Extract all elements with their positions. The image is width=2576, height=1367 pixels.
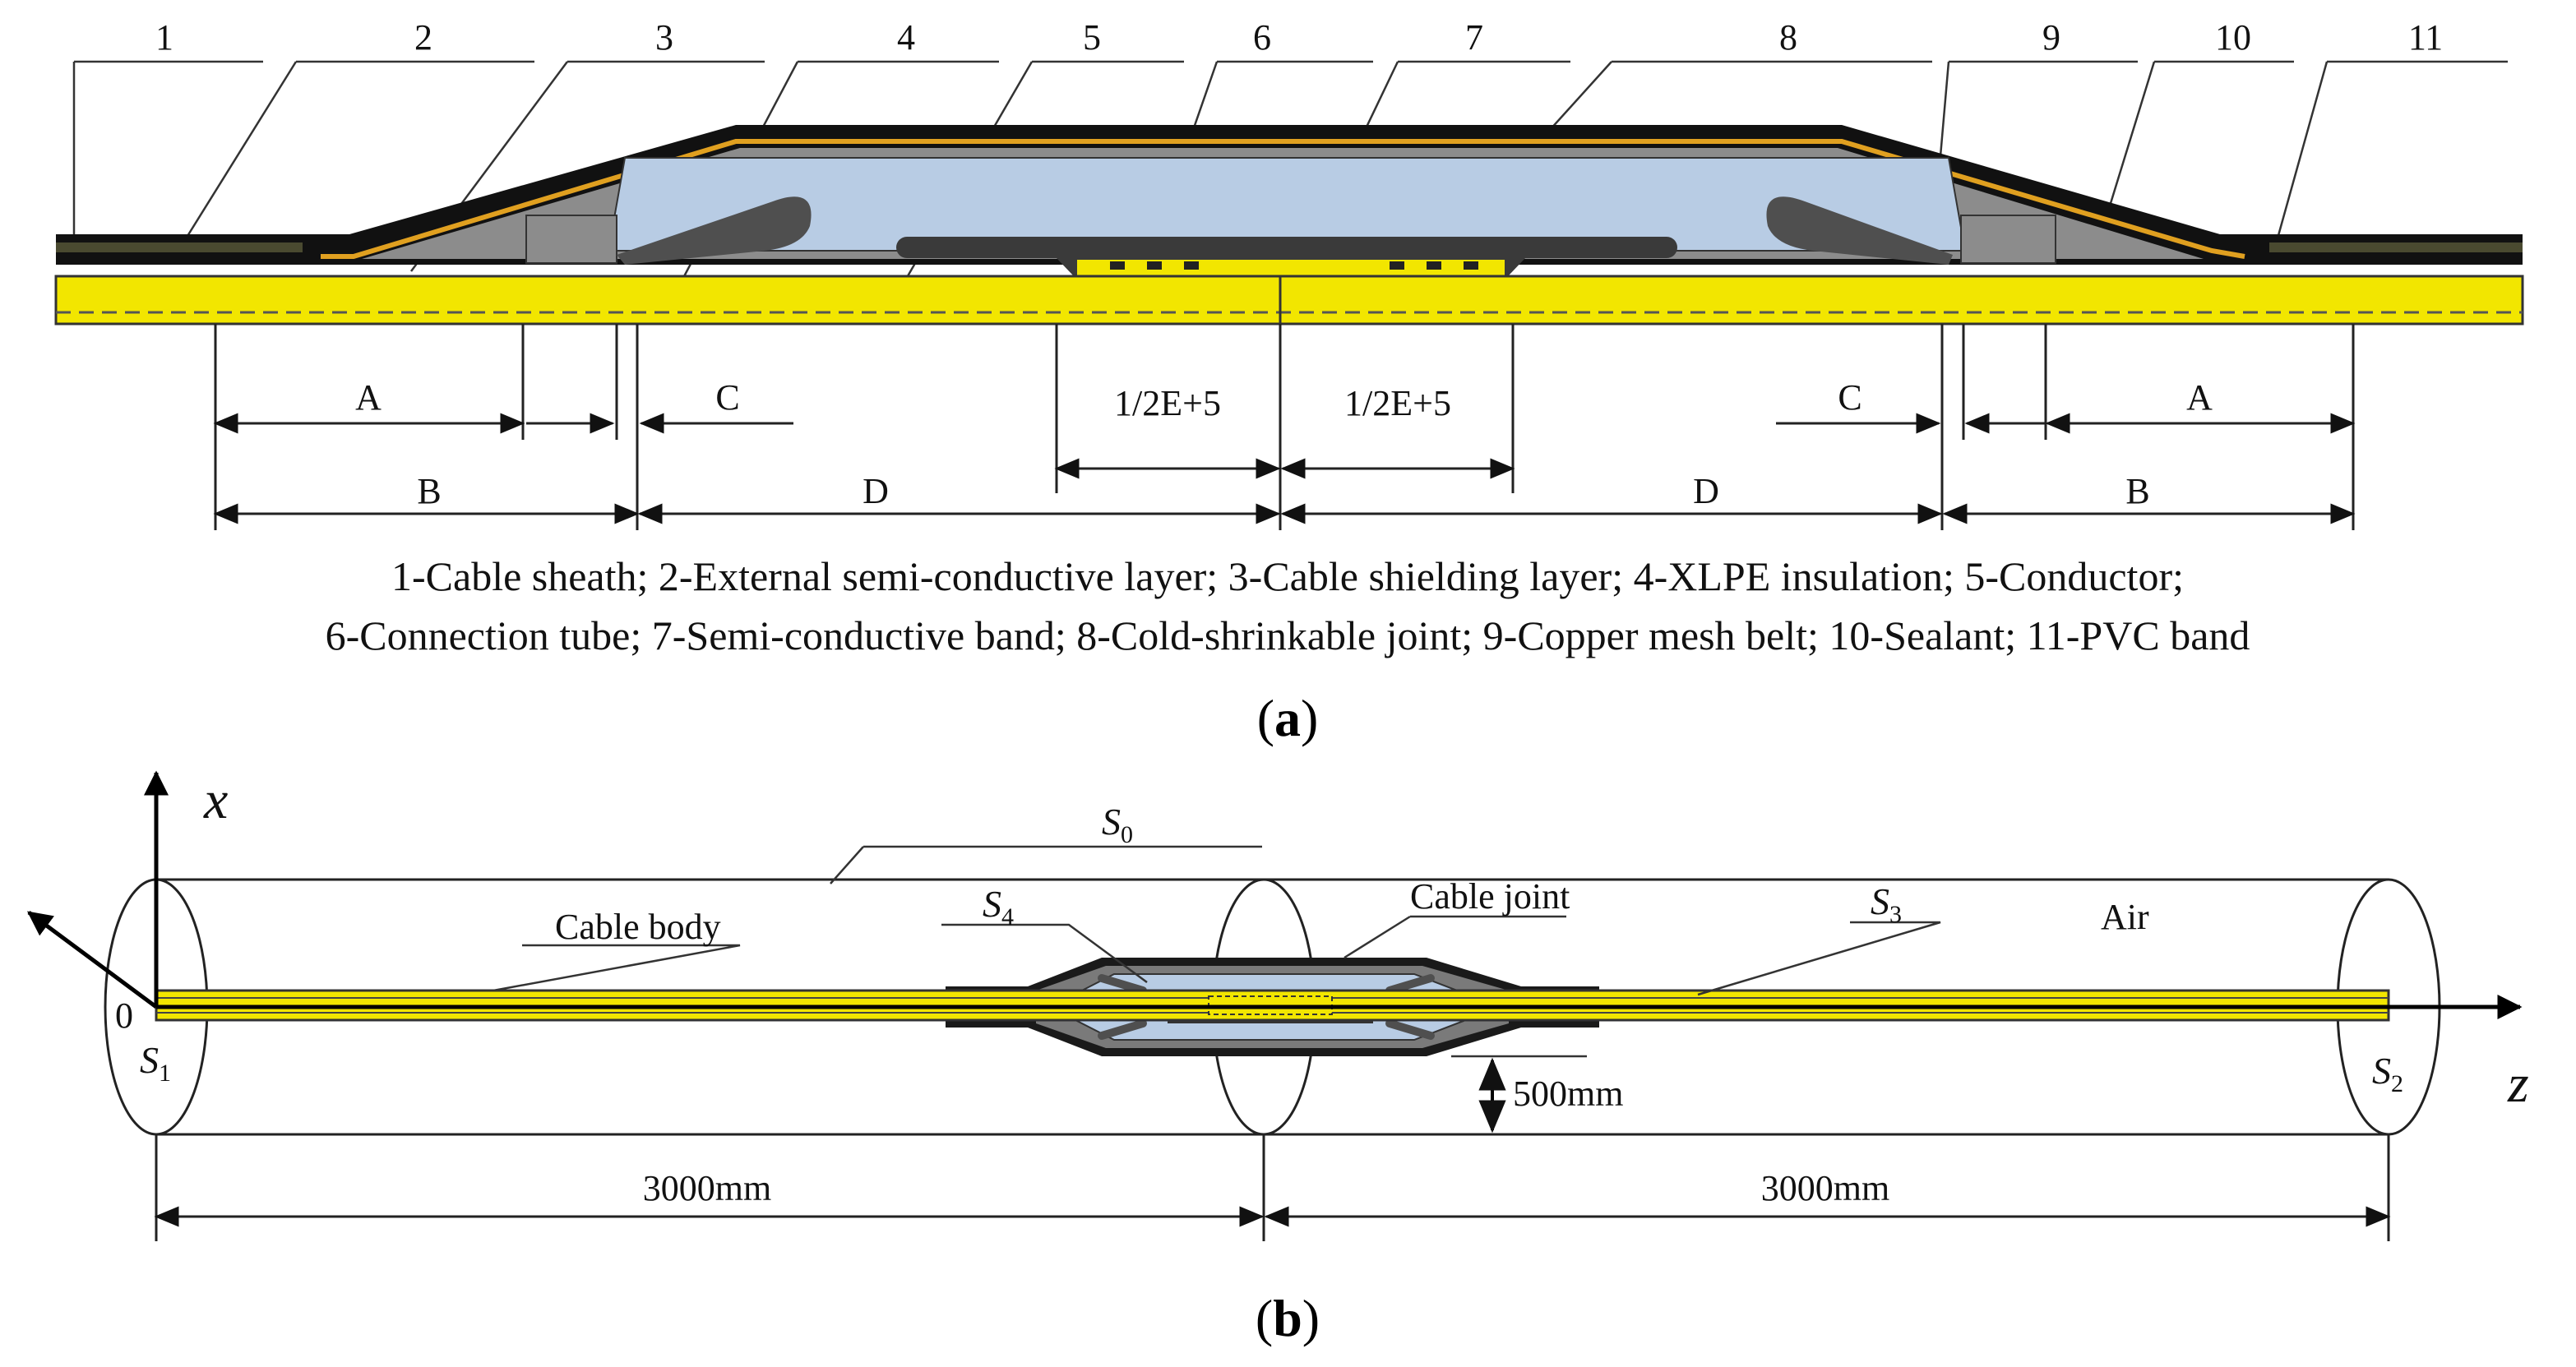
- part-number-5: 5: [1083, 17, 1101, 58]
- part-number-9: 9: [2042, 17, 2060, 58]
- length-right-label: 3000mm: [1761, 1168, 1889, 1208]
- s1-label: S1: [140, 1039, 171, 1087]
- part-number-10: 10: [2215, 17, 2251, 58]
- part-number-8: 8: [1779, 17, 1797, 58]
- s3-label: S3: [1871, 880, 1902, 928]
- panel-b-diagram: x z 0 S0 S4 S3 S1 S2 Cable body Cable jo…: [26, 770, 2529, 1347]
- part-number-2: 2: [414, 17, 432, 58]
- left-stress-cone: [617, 196, 812, 265]
- tube-crimps: [1110, 261, 1478, 270]
- part-number-4: 4: [897, 17, 915, 58]
- dim-C-left: C: [715, 377, 739, 418]
- copper-mesh-belt: [321, 139, 2245, 259]
- dim-A-left: A: [355, 377, 382, 418]
- right-shield-block: [1960, 215, 2056, 264]
- caption-line-2: 6-Connection tube; 7-Semi-conductive ban…: [326, 612, 2250, 658]
- part-number-3: 3: [655, 17, 673, 58]
- axis-z-label: z: [2507, 1054, 2529, 1114]
- y-axis: [26, 910, 158, 1009]
- dim-B-right: B: [2125, 471, 2149, 511]
- origin-label: 0: [115, 995, 133, 1036]
- conductor: [54, 275, 2524, 326]
- air-label: Air: [2101, 897, 2149, 937]
- dim-C-right: C: [1838, 377, 1861, 418]
- s0-label: S0: [1102, 801, 1133, 848]
- dim-D-right: D: [1693, 471, 1719, 511]
- dim-A-right: A: [2186, 377, 2213, 418]
- panel-a-diagram: 1 2 3 4 5 6 7 8 9 10 11: [54, 17, 2524, 747]
- cable-body-label: Cable body: [555, 907, 721, 947]
- panel-label-a: (a): [1257, 689, 1319, 747]
- left-shield-block: [525, 215, 617, 264]
- part-number-6: 6: [1253, 17, 1271, 58]
- part-number-7: 7: [1465, 17, 1483, 58]
- part-number-11: 11: [2408, 17, 2443, 58]
- length-left-label: 3000mm: [643, 1168, 771, 1208]
- dim-B-left: B: [417, 471, 441, 511]
- s4-label: S4: [983, 883, 1014, 931]
- dim-E-left: 1/2E+5: [1114, 383, 1221, 423]
- gap-label: 500mm: [1513, 1074, 1623, 1114]
- panel-label-b: (b): [1256, 1289, 1320, 1347]
- dimension-lines: [213, 324, 2356, 530]
- caption-line-1: 1-Cable sheath; 2-External semi-conducti…: [391, 553, 2184, 599]
- s2-label: S2: [2372, 1050, 2403, 1097]
- right-stress-cone: [1766, 196, 1953, 265]
- dim-D-left: D: [863, 471, 889, 511]
- axis-x-label: x: [203, 770, 228, 830]
- dim-E-right: 1/2E+5: [1344, 383, 1451, 423]
- semi-conductive-band: [896, 237, 1677, 258]
- cable-joint-label: Cable joint: [1410, 876, 1570, 917]
- part-number-1: 1: [155, 17, 173, 58]
